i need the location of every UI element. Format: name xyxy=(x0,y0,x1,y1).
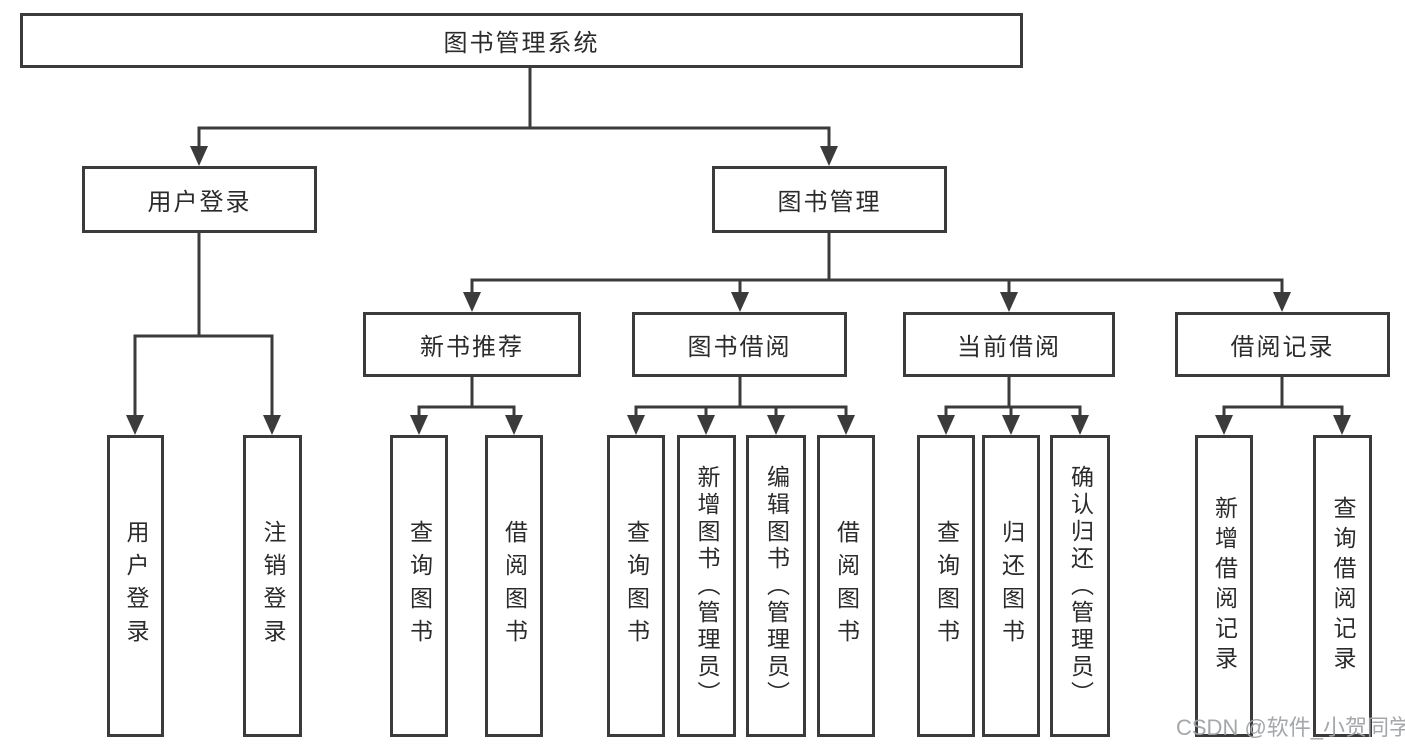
node-leaf-add-books-admin: 新增图书（管理员） xyxy=(677,435,736,737)
node-label: 图书借阅 xyxy=(687,334,792,361)
node-leaf-edit-books-admin: 编辑图书（管理员） xyxy=(746,435,806,737)
node-label: 新增借阅记录 xyxy=(1211,496,1238,676)
node-leaf-query-books-current: 查询图书 xyxy=(917,435,975,737)
node-leaf-confirm-return-admin: 确认归还（管理员） xyxy=(1050,435,1110,737)
node-label: 确认归还（管理员） xyxy=(1067,464,1094,708)
node-label: 借阅记录 xyxy=(1230,334,1335,361)
node-label: 图书管理 xyxy=(777,189,882,216)
node-borrowing-records: 借阅记录 xyxy=(1175,312,1390,377)
node-label: 用户登录 xyxy=(123,520,149,652)
node-label: 查询图书 xyxy=(933,520,960,652)
node-leaf-return-books: 归还图书 xyxy=(982,435,1040,737)
csdn-watermark: CSDN @软件_小贺同学 xyxy=(1176,715,1405,740)
node-label: 查询图书 xyxy=(406,520,433,652)
node-label: 注销登录 xyxy=(260,520,286,652)
node-book-borrowing: 图书借阅 xyxy=(632,312,847,377)
node-label: 新书推荐 xyxy=(420,334,524,361)
node-book-management: 图书管理 xyxy=(712,166,947,233)
node-leaf-query-borrow-record: 查询借阅记录 xyxy=(1313,435,1372,737)
node-label: 归还图书 xyxy=(998,520,1025,652)
node-current-borrowing: 当前借阅 xyxy=(903,312,1115,377)
node-label: 新增图书（管理员） xyxy=(694,464,720,708)
node-label: 编辑图书（管理员） xyxy=(763,464,790,708)
node-leaf-user-login: 用户登录 xyxy=(107,435,164,737)
node-leaf-query-books-recommend: 查询图书 xyxy=(390,435,448,737)
node-leaf-logout: 注销登录 xyxy=(243,435,302,737)
node-label: 当前借阅 xyxy=(957,334,1061,361)
node-label: 用户登录 xyxy=(147,189,252,216)
node-leaf-borrow-books-recommend: 借阅图书 xyxy=(485,435,543,737)
node-leaf-query-books-borrowing: 查询图书 xyxy=(607,435,665,737)
node-leaf-add-borrow-record: 新增借阅记录 xyxy=(1195,435,1253,737)
node-label: 借阅图书 xyxy=(501,520,528,652)
node-label: 图书管理系统 xyxy=(443,30,600,57)
node-leaf-borrow-books-borrowing: 借阅图书 xyxy=(817,435,875,737)
node-user-login: 用户登录 xyxy=(82,166,317,233)
node-label: 借阅图书 xyxy=(833,520,860,652)
node-new-book-recommendation: 新书推荐 xyxy=(363,312,581,377)
node-label: 查询借阅记录 xyxy=(1330,496,1356,676)
node-label: 查询图书 xyxy=(623,520,650,652)
node-library-management-system: 图书管理系统 xyxy=(20,13,1023,68)
